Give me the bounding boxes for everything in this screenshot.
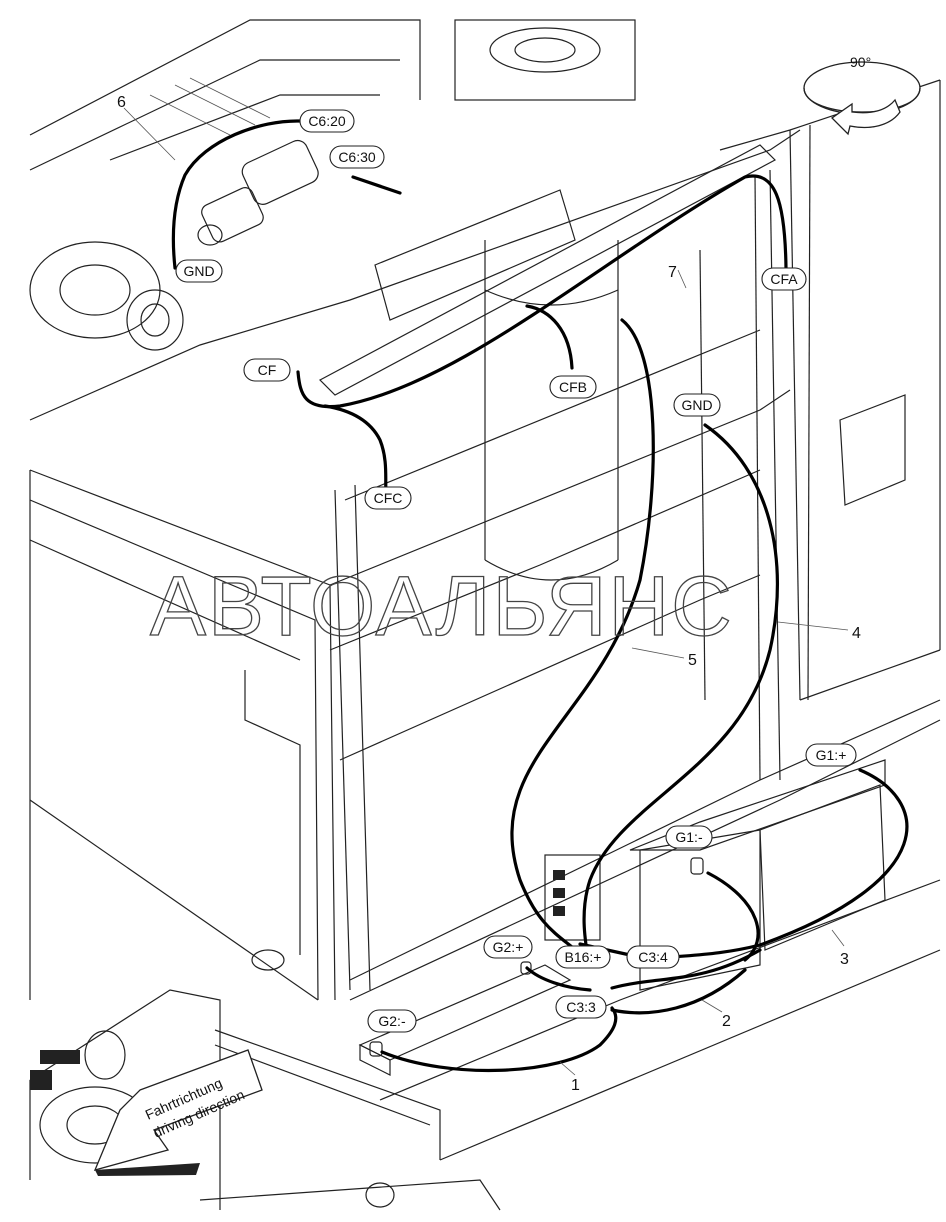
tag-c6-20: C6:20 bbox=[299, 109, 355, 133]
svg-text:B16:+: B16:+ bbox=[565, 949, 602, 965]
cable-4 bbox=[582, 423, 780, 960]
svg-text:2: 2 bbox=[722, 1013, 731, 1030]
svg-text:G2:+: G2:+ bbox=[493, 939, 524, 955]
tag-g1-plus: G1:+ bbox=[805, 743, 857, 767]
cables bbox=[171, 119, 909, 1073]
svg-text:1: 1 bbox=[571, 1077, 580, 1094]
svg-text:6: 6 bbox=[117, 94, 126, 111]
cable-cfc bbox=[323, 404, 388, 494]
svg-text:CFA: CFA bbox=[770, 271, 798, 287]
cable-g1-minus bbox=[706, 871, 760, 962]
cable-6 bbox=[171, 119, 302, 270]
cable-2b bbox=[610, 968, 747, 1015]
svg-text:GND: GND bbox=[183, 263, 214, 279]
tag-g1-minus: G1:- bbox=[665, 825, 713, 849]
callout-5: 5 bbox=[631, 647, 697, 669]
svg-text:CFB: CFB bbox=[559, 379, 587, 395]
rotation-icon: 90° bbox=[803, 54, 921, 136]
svg-text:G1:-: G1:- bbox=[675, 829, 703, 845]
tag-c3-3: C3:3 bbox=[555, 995, 607, 1019]
direction-arrow: Fahrtrichtung driving direction bbox=[93, 1049, 263, 1176]
tag-cfc: CFC bbox=[364, 486, 412, 510]
tag-b16-plus: B16:+ bbox=[555, 945, 611, 969]
tag-g2-minus: G2:- bbox=[367, 1009, 417, 1033]
cable-cfb bbox=[525, 304, 574, 370]
callout-6: 6 bbox=[117, 94, 176, 161]
tag-gnd-left: GND bbox=[175, 259, 223, 283]
tag-g2-plus: G2:+ bbox=[483, 935, 533, 959]
rotation-label: 90° bbox=[850, 54, 871, 70]
tag-cf: CF bbox=[243, 358, 291, 382]
tag-c3-4: C3:4 bbox=[626, 945, 680, 969]
tag-gnd-right: GND bbox=[673, 393, 721, 417]
svg-text:C6:20: C6:20 bbox=[308, 113, 346, 129]
starter-motor bbox=[197, 139, 319, 246]
svg-text:C3:3: C3:3 bbox=[566, 999, 596, 1015]
callout-4: 4 bbox=[777, 621, 861, 642]
svg-text:GND: GND bbox=[681, 397, 712, 413]
callout-2: 2 bbox=[701, 999, 731, 1030]
tag-cfa: CFA bbox=[761, 267, 807, 291]
svg-text:G2:-: G2:- bbox=[378, 1013, 406, 1029]
svg-text:G1:+: G1:+ bbox=[816, 747, 847, 763]
svg-text:4: 4 bbox=[852, 625, 861, 642]
svg-text:3: 3 bbox=[840, 951, 849, 968]
cable-c6-30 bbox=[351, 175, 402, 195]
svg-text:7: 7 bbox=[668, 264, 677, 281]
callout-3: 3 bbox=[831, 929, 849, 968]
svg-text:CFC: CFC bbox=[374, 490, 403, 506]
cable-5 bbox=[510, 318, 655, 960]
tag-c6-30: C6:30 bbox=[329, 145, 385, 169]
tag-cfb: CFB bbox=[549, 375, 597, 399]
svg-text:CF: CF bbox=[258, 362, 277, 378]
watermark: АВТОАЛЬЯНС bbox=[150, 559, 734, 653]
svg-text:C3:4: C3:4 bbox=[638, 949, 668, 965]
callout-1: 1 bbox=[559, 1061, 580, 1094]
cable-1 bbox=[380, 1006, 618, 1073]
cable-3 bbox=[660, 768, 909, 960]
cable-7 bbox=[296, 174, 788, 409]
cable-2 bbox=[610, 948, 762, 990]
svg-text:5: 5 bbox=[688, 652, 697, 669]
svg-text:C6:30: C6:30 bbox=[338, 149, 376, 165]
callout-7: 7 bbox=[668, 264, 687, 289]
cable-g2-plus bbox=[525, 966, 592, 992]
